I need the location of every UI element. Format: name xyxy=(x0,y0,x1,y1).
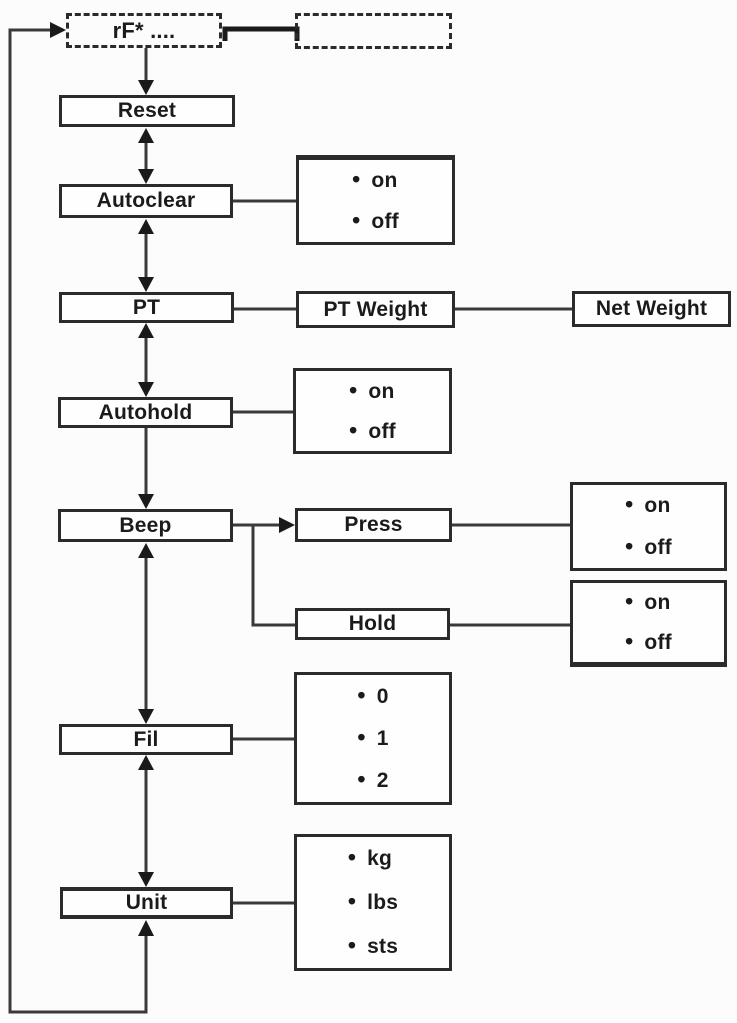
option-label: on xyxy=(368,379,395,403)
options-press: • on • off xyxy=(570,482,727,571)
arrowhead-into-start xyxy=(50,22,66,38)
node-reset: Reset xyxy=(59,95,235,127)
option-label: kg xyxy=(367,847,393,871)
node-pt-weight: PT Weight xyxy=(296,291,455,328)
node-hold-label: Hold xyxy=(348,612,397,635)
option-label: 1 xyxy=(376,726,389,750)
bullet-icon: • xyxy=(625,532,634,559)
option-unit-sts: • sts xyxy=(347,931,399,958)
node-autohold: Autohold xyxy=(58,397,233,428)
connector-reset-autoclear xyxy=(138,128,154,184)
bullet-icon: • xyxy=(349,376,358,403)
node-unit: Unit xyxy=(60,887,233,919)
options-fil: • 0 • 1 • 2 xyxy=(294,672,452,805)
node-beep: Beep xyxy=(58,509,233,542)
node-start-sibling-empty xyxy=(295,13,452,49)
option-label: off xyxy=(644,630,672,654)
bullet-icon: • xyxy=(347,931,357,958)
bullet-icon: • xyxy=(357,723,366,750)
node-press: Press xyxy=(295,508,452,542)
option-label: 2 xyxy=(376,769,389,793)
arrowhead-into-press xyxy=(279,517,295,533)
bullet-icon: • xyxy=(357,681,366,708)
option-fil-1: • 1 xyxy=(357,723,389,750)
node-autoclear: Autoclear xyxy=(59,184,233,218)
option-autoclear-off: • off xyxy=(352,207,399,233)
option-hold-off: • off xyxy=(625,627,672,654)
option-fil-2: • 2 xyxy=(357,766,389,793)
option-hold-on: • on xyxy=(625,588,672,615)
option-autoclear-on: • on xyxy=(352,166,399,192)
option-fil-0: • 0 xyxy=(357,681,389,708)
options-unit: • kg • lbs • sts xyxy=(294,834,452,971)
connector-pt-autohold xyxy=(138,323,154,397)
connector-start-reset xyxy=(138,48,154,95)
option-label: sts xyxy=(367,934,399,958)
node-reset-label: Reset xyxy=(117,99,177,122)
node-start-label: rF* .... xyxy=(112,17,176,43)
option-label: 0 xyxy=(376,684,389,708)
node-pt-weight-label: PT Weight xyxy=(323,297,428,321)
option-autohold-off: • off xyxy=(349,416,396,443)
node-press-label: Press xyxy=(344,513,403,536)
node-beep-label: Beep xyxy=(119,513,172,537)
option-press-off: • off xyxy=(625,532,672,559)
bullet-icon: • xyxy=(625,588,634,615)
node-fil-label: Fil xyxy=(133,727,159,751)
bullet-icon: • xyxy=(625,627,634,654)
node-net-weight: Net Weight xyxy=(572,291,731,327)
connector-beep-fil xyxy=(138,543,154,724)
node-pt-label: PT xyxy=(132,295,161,319)
arrowhead-into-unit-bottom xyxy=(138,920,154,936)
node-net-weight-label: Net Weight xyxy=(595,297,708,320)
node-fil: Fil xyxy=(59,724,233,755)
bullet-icon: • xyxy=(347,844,357,871)
bullet-icon: • xyxy=(349,416,358,443)
option-press-on: • on xyxy=(625,491,672,518)
option-autohold-on: • on xyxy=(349,376,396,403)
connector-beep-branch xyxy=(233,517,295,627)
connector-autohold-beep xyxy=(138,428,154,509)
options-hold: • on • off xyxy=(570,580,727,667)
option-label: lbs xyxy=(367,890,399,914)
node-unit-label: Unit xyxy=(125,891,168,914)
bullet-icon: • xyxy=(347,887,357,914)
option-label: on xyxy=(371,169,398,192)
bullet-icon: • xyxy=(352,166,361,192)
node-hold: Hold xyxy=(295,608,450,640)
option-label: on xyxy=(644,494,671,518)
options-autoclear: • on • off xyxy=(296,155,455,245)
bullet-icon: • xyxy=(625,491,634,518)
option-unit-lbs: • lbs xyxy=(347,887,399,914)
bullet-icon: • xyxy=(352,207,361,233)
node-autoclear-label: Autoclear xyxy=(96,189,196,212)
return-loop-line xyxy=(8,22,154,1014)
connector-fil-unit xyxy=(138,755,154,887)
start-bracket-connector xyxy=(222,26,300,41)
option-label: off xyxy=(368,419,396,443)
node-pt: PT xyxy=(59,292,234,323)
option-label: off xyxy=(644,535,672,559)
node-start: rF* .... xyxy=(66,13,222,48)
options-autohold: • on • off xyxy=(293,368,452,454)
option-label: on xyxy=(644,591,671,615)
option-label: off xyxy=(371,210,399,233)
option-unit-kg: • kg xyxy=(347,844,398,871)
connector-autoclear-pt xyxy=(138,219,154,292)
bullet-icon: • xyxy=(357,766,366,793)
node-autohold-label: Autohold xyxy=(98,400,193,424)
